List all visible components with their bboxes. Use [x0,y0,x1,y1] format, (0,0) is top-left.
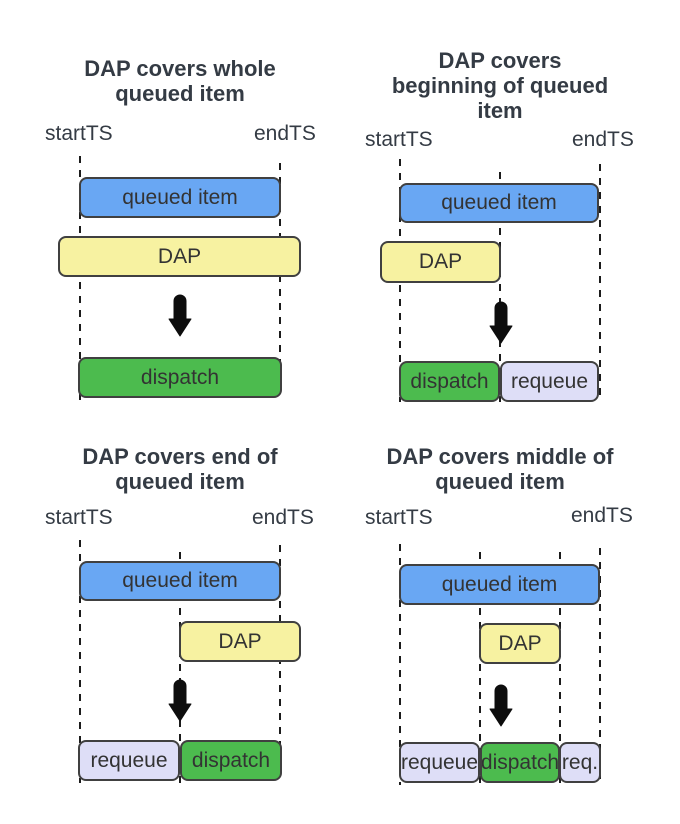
panel-title-line: queued item [435,469,565,494]
queued-item-bar: queued item [79,177,281,218]
panel-title-line: beginning of queued [391,73,609,98]
dap-bar: DAP [58,236,301,277]
down-arrow-icon [486,300,516,344]
dispatch-bar: dispatch [180,740,282,781]
down-arrow-icon [165,678,195,722]
dap-bar: DAP [380,241,501,283]
requeue-bar: requeue [399,742,480,783]
panel-title-line: item [477,98,523,123]
panel-title-line: queued item [115,81,245,106]
endts-label: endTS [571,504,633,527]
dap-bar: DAP [179,621,301,662]
queued-item-bar: queued item [79,561,281,601]
endts-label: endTS [572,128,634,151]
down-arrow-icon [486,683,516,727]
startts-label: startTS [45,122,113,145]
panel-title-line: DAP covers whole [84,56,276,81]
startts-label: startTS [365,128,433,151]
startts-dashline [399,544,401,785]
requeue-bar: requeue [500,361,599,402]
endts-dashline [599,164,601,402]
endts-dashline [279,545,281,783]
endts-dashline [279,163,281,400]
startts-label: startTS [365,506,433,529]
down-arrow-icon [165,293,195,337]
queued-item-bar: queued item [399,564,600,605]
endts-label: endTS [254,122,316,145]
dispatch-bar: dispatch [480,742,560,783]
panel-title-beginning: DAP covers beginning of queued item [350,48,650,123]
dap-bar: DAP [479,623,561,664]
queued-item-bar: queued item [399,183,599,223]
startts-dashline [79,540,81,783]
panel-title-middle: DAP covers middle of queued item [350,444,650,494]
panel-title-whole: DAP covers whole queued item [30,56,330,106]
boundary-dashline [179,552,181,783]
dispatch-bar: dispatch [399,361,500,402]
dispatch-bar: dispatch [78,357,282,398]
panel-title-line: DAP covers middle of [386,444,614,469]
startts-label: startTS [45,506,113,529]
requeue-bar: requeue [78,740,180,781]
startts-dashline [79,156,81,400]
panel-title-line: DAP covers [438,48,562,73]
boundary-dashline [499,172,501,402]
endts-label: endTS [252,506,314,529]
panel-title-line: queued item [115,469,245,494]
requeue-small-bar: req. [559,742,601,783]
endts-dashline [599,548,601,785]
boundary-dashline [559,552,561,785]
boundary-dashline [479,552,481,785]
panel-title-end: DAP covers end of queued item [30,444,330,494]
panel-title-line: DAP covers end of [82,444,278,469]
